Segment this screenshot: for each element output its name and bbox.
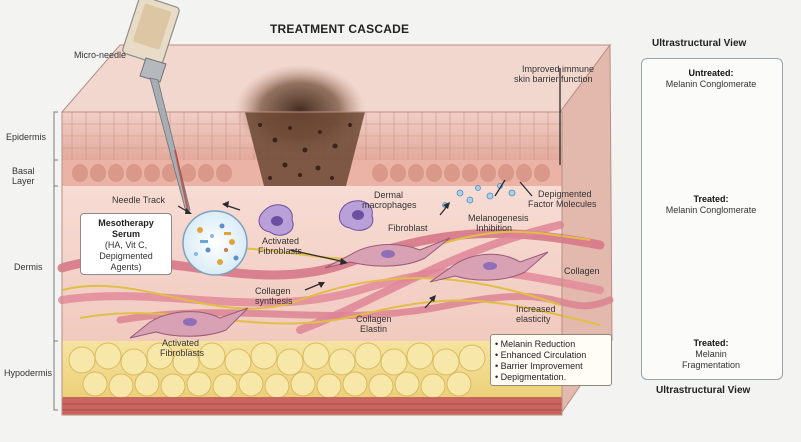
needle-track-line (174, 149, 189, 211)
collagen-label: Collagen (564, 266, 600, 276)
diagram-title: TREATMENT CASCADE (270, 22, 410, 36)
increased-elasticity-line1: Increased (516, 304, 556, 314)
macrophage-cells (258, 200, 374, 236)
needle-track-label: Needle Track (112, 195, 166, 205)
serum-callout: Mesotherapy Serum (HA, Vit C, Depigmente… (80, 213, 172, 275)
treated-caption: Treated: Melanin Conglomerate (641, 194, 781, 216)
treated2-line2: Fragmentation (681, 360, 741, 370)
treated-desc: Melanin Conglomerate (665, 205, 757, 215)
arrow-heads (185, 201, 450, 302)
micro-needle-graphic (122, 0, 191, 213)
factor-molecules (442, 183, 516, 208)
serum-line3: Agents) (110, 262, 142, 272)
effect-item: • Barrier Improvement (495, 361, 583, 371)
collagen-elastin-line2: Elastin (360, 324, 388, 334)
dermis-label: Dermis (14, 262, 43, 272)
micro-needle-label: Micro-needle (74, 50, 127, 60)
muscle-lines (62, 403, 562, 411)
improved-immune-label-line1: Improved immune (522, 64, 595, 74)
ultrastructural-title-bottom: Ultrastructural View (656, 385, 751, 396)
melanogenesis-label-line2: Inhibition (476, 223, 513, 233)
activated-fibroblasts-bottom-line1: Activated (162, 338, 200, 348)
untreated-heading: Untreated: (688, 68, 734, 78)
layer-brackets (53, 111, 58, 411)
hypodermis-label: Hypodermis (4, 368, 53, 378)
depigmented-label-line2: Factor Molecules (528, 199, 597, 209)
collagen-synthesis-line2: synthesis (255, 296, 293, 306)
muscle-layer (62, 397, 562, 415)
ultrastructural-title-top: Ultrastructural View (652, 38, 747, 49)
improved-immune-label-line2: skin barrier function (514, 74, 593, 84)
effect-item: • Melanin Reduction (495, 339, 576, 349)
epidermis-label: Epidermis (6, 132, 47, 142)
melanogenesis-label-line1: Melanogenesis (468, 213, 529, 223)
activated-fibroblasts-top-line1: Activated (262, 236, 300, 246)
depigmented-label-line1: Depigmented (538, 189, 592, 199)
fibroblast-label: Fibroblast (388, 223, 428, 233)
treated2-heading: Treated: (693, 338, 729, 348)
untreated-desc: Melanin Conglomerate (665, 79, 757, 89)
collagen-elastin-line1: Collagen (356, 314, 392, 324)
serum-heading-line1: Mesotherapy (98, 218, 154, 228)
treated2-line1: Melanin (695, 349, 727, 359)
dermal-macrophages-label-line2: macrophages (362, 200, 417, 210)
treated2-caption: Treated: Melanin Fragmentation (641, 338, 781, 371)
basal-label-line2: Layer (12, 176, 35, 186)
serum-line1: (HA, Vit C, (104, 240, 148, 250)
untreated-caption: Untreated: Melanin Conglomerate (641, 68, 781, 90)
effect-item: • Enhanced Circulation (495, 350, 587, 360)
basal-label-line1: Basal (12, 166, 35, 176)
effects-box: • Melanin Reduction • Enhanced Circulati… (490, 334, 612, 386)
fat-cells (68, 342, 486, 399)
ultrastructural-panel (641, 58, 783, 380)
basal-cells (72, 164, 550, 182)
serum-particles (194, 223, 239, 265)
collagen-synthesis-line1: Collagen (255, 286, 291, 296)
serum-line2: Depigmented (99, 251, 153, 261)
treated-heading: Treated: (693, 194, 729, 204)
serum-heading-line2: Serum (111, 229, 140, 239)
dermal-macrophages-label-line1: Dermal (374, 190, 404, 200)
increased-elasticity-line2: elasticity (516, 314, 551, 324)
serum-circle (182, 210, 248, 276)
fibroblast-cells (129, 237, 549, 339)
activated-fibroblasts-top-line2: Fibroblasts (258, 246, 303, 256)
effect-item: • Depigmentation. (495, 372, 567, 382)
activated-fibroblasts-bottom-line2: Fibroblasts (160, 348, 205, 358)
